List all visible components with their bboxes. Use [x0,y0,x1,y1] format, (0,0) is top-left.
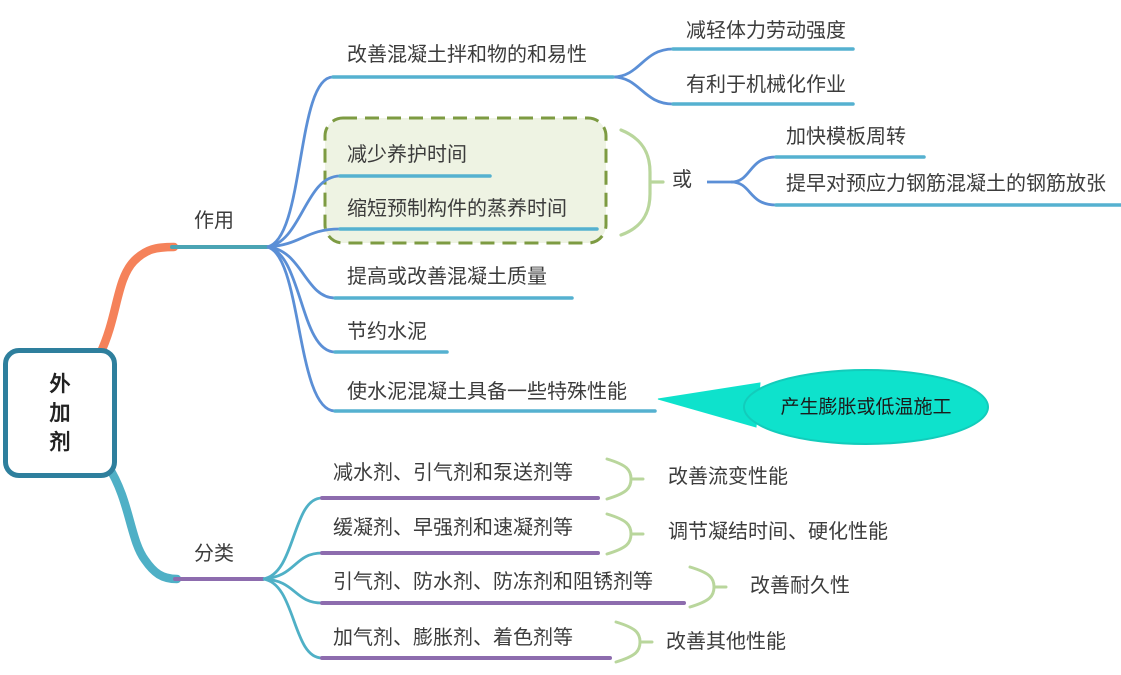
group-box[interactable] [323,116,608,245]
wire-class-row4 [262,577,323,660]
topic-water-reducers[interactable]: 减水剂、引气剂和泵送剂等 [333,462,573,484]
group-brace [619,128,665,237]
topic-shorten-steam[interactable]: 缩短预制构件的蒸养时间 [347,198,567,220]
wire-action-curing [266,174,341,249]
wire-class-row3 [262,577,323,605]
topic-action[interactable]: 作用 [194,210,234,232]
branch-classification-curve [103,461,182,584]
wire-or-formwork [707,155,777,184]
wire-workability-mechanized [612,75,674,106]
wire-class-row2 [262,551,323,581]
topic-improve-quality[interactable]: 提高或改善混凝土质量 [347,266,547,288]
brace-row3 [688,565,728,609]
callout-text[interactable]: 产生膨胀或低温施工 [780,397,952,418]
effect-durability[interactable]: 改善耐久性 [750,575,850,597]
branch-action-curve [95,242,179,359]
effect-rheology[interactable]: 改善流变性能 [668,466,788,488]
wire-action-special [266,245,336,413]
topic-air-entrainers[interactable]: 引气剂、防水剂、防冻剂和阻锈剂等 [333,571,653,593]
brace-row4 [614,620,654,664]
topic-reduce-curing[interactable]: 减少养护时间 [347,144,467,166]
root-topic-label: 外加剂 [49,372,71,454]
effect-setting-time[interactable]: 调节凝结时间、硬化性能 [668,521,888,543]
effect-other[interactable]: 改善其他性能 [666,631,786,653]
brace-row2 [605,512,645,556]
topic-early-release[interactable]: 提早对预应力钢筋混凝土的钢筋放张 [786,173,1106,195]
topic-retarders[interactable]: 缓凝剂、早强剂和速凝剂等 [333,517,573,539]
wire-or-release [730,180,777,207]
root-topic[interactable]: 外加剂 [3,348,117,478]
topic-or[interactable]: 或 [672,169,692,191]
wire-action-workability [266,75,334,249]
topic-reduce-labor[interactable]: 减轻体力劳动强度 [686,20,846,42]
topic-special-properties[interactable]: 使水泥混凝土具备一些特殊性能 [347,381,627,403]
topic-gas-formers[interactable]: 加气剂、膨胀剂、着色剂等 [333,627,573,649]
wire-action-quality [266,245,336,300]
topic-classification[interactable]: 分类 [194,543,234,565]
callout-ellipse[interactable] [743,369,989,445]
brace-row1 [605,457,645,501]
wire-workability-labor [612,47,674,79]
topic-workability[interactable]: 改善混凝土拌和物的和易性 [347,44,587,66]
topic-save-cement[interactable]: 节约水泥 [347,321,427,343]
topic-mechanized-work[interactable]: 有利于机械化作业 [686,74,846,96]
topic-formwork-turnover[interactable]: 加快模板周转 [786,126,906,148]
wire-action-cement [266,245,336,354]
wire-class-row1 [262,496,323,581]
wire-action-steam [266,227,341,249]
